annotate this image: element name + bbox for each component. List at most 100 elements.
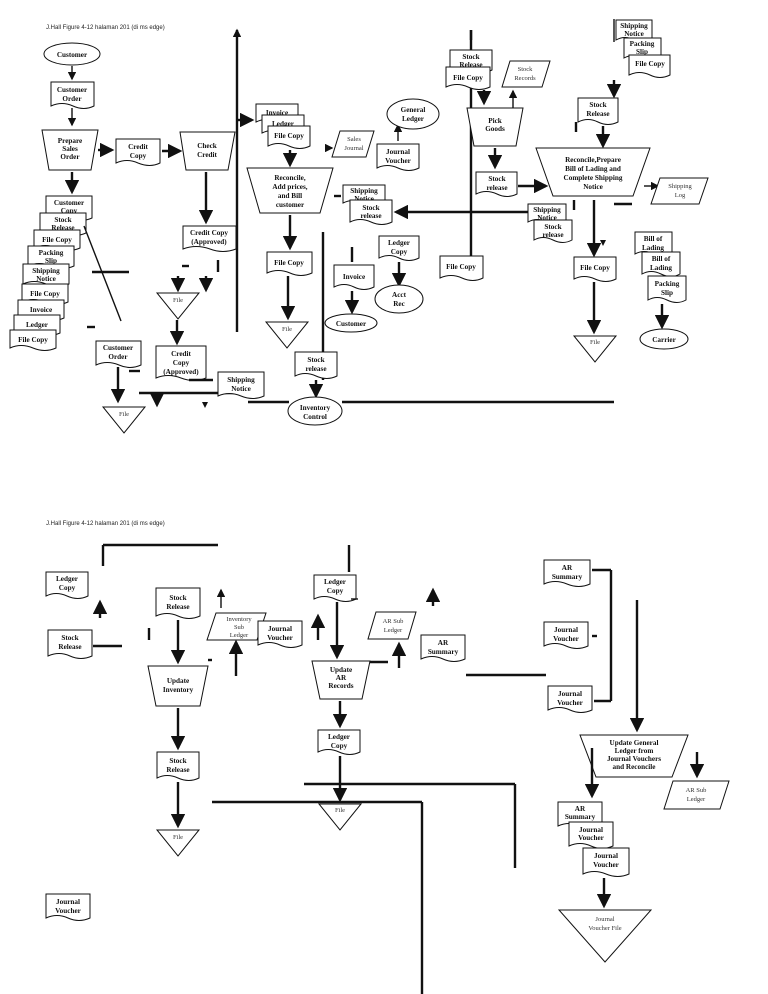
doc-line: Stock: [169, 594, 186, 602]
doc-line: Slip: [45, 257, 57, 265]
stock-release-doc-b3: Stock Release: [156, 751, 200, 781]
doc-line: Ledger: [324, 578, 347, 586]
proc-line: Complete Shipping: [564, 174, 623, 182]
journal-voucher-doc-1: Journal Voucher: [376, 143, 420, 171]
file-label: File: [119, 411, 129, 418]
file-label: File: [335, 807, 345, 814]
doc-line: Copy: [130, 152, 147, 160]
oval-line: Ledger: [402, 115, 425, 123]
proc-line: Credit: [197, 151, 217, 159]
doc-line: AR: [438, 639, 449, 647]
file-storage-1: File: [155, 292, 201, 320]
doc-line: Journal: [56, 898, 80, 906]
doc-line: Stock: [362, 204, 379, 212]
proc-line: AR: [336, 674, 347, 682]
ledger-copy-doc-mid: Ledger Copy: [378, 235, 420, 261]
credit-copy-doc: Credit Copy: [115, 138, 161, 166]
ledger-line: Ledger: [230, 632, 249, 639]
doc-line: Journal: [558, 690, 582, 698]
customer-terminal: Customer: [43, 42, 101, 66]
reconcile-bill-process: Reconcile, Add prices, and Bill customer: [246, 167, 334, 214]
file-storage-b1: File: [155, 829, 201, 857]
oval-line: Acct: [392, 291, 407, 299]
doc-line: Packing: [39, 249, 64, 257]
oval-line: Carrier: [652, 336, 676, 344]
doc-line: Notice: [537, 214, 557, 222]
credit-copy-approved-doc: Credit Copy (Approved): [182, 225, 237, 252]
file-copy-doc-ship: File Copy: [573, 256, 617, 282]
ledger-line: Inventory: [226, 616, 252, 623]
doc-line: Shipping: [533, 206, 561, 214]
doc-line: File Copy: [30, 290, 60, 298]
doc-line: Release: [586, 110, 609, 118]
ledger-line: Ledger: [687, 796, 706, 803]
doc-line: Ledger: [56, 575, 79, 583]
doc-line: Release: [166, 603, 189, 611]
proc-line: Journal Vouchers: [607, 755, 661, 763]
stock-release-doc-b2: Stock Release: [155, 587, 201, 619]
doc-line: Order: [108, 353, 128, 361]
doc-line: Summary: [565, 813, 596, 821]
file-copy-doc-wh2: File Copy: [439, 255, 484, 281]
gl-document-stack: AR Summary Journal Voucher Journal Vouch…: [557, 801, 630, 877]
doc-line: AR: [575, 805, 586, 813]
doc-line: Voucher: [593, 861, 619, 869]
doc-line: Journal: [268, 625, 292, 633]
doc-line: Stock: [544, 223, 561, 231]
ledger-line: Stock: [518, 66, 534, 73]
ledger-line: AR Sub: [686, 787, 707, 794]
shipping-notice-stack: Shipping Notice Packing Slip File Copy: [615, 19, 671, 78]
proc-line: Update: [330, 666, 352, 674]
doc-line: AR: [562, 564, 573, 572]
doc-line: File Copy: [446, 263, 476, 271]
proc-line: Add prices,: [272, 183, 307, 191]
proc-line: Prepare: [58, 137, 82, 145]
customer-order-doc-2: Customer Order: [95, 340, 142, 368]
reconcile-shipping-process: Reconcile,Prepare Bill of Lading and Com…: [535, 147, 651, 197]
doc-line: Shipping: [350, 187, 378, 195]
doc-line: Slip: [636, 48, 648, 56]
file-label: File: [590, 339, 600, 346]
doc-line: Copy: [173, 359, 190, 367]
proc-line: Order: [60, 153, 80, 161]
proc-line: Pick: [488, 117, 502, 125]
proc-line: Check: [197, 142, 217, 150]
bill-of-lading-stack: Bill of Lading Bill of Lading Packing Sl…: [634, 231, 687, 303]
doc-line: Journal: [594, 852, 618, 860]
doc-line: Stock: [307, 356, 324, 364]
doc-line: File Copy: [274, 132, 304, 140]
ar-sub-ledger-2: AR Sub Ledger: [663, 780, 730, 810]
carrier-terminal: Carrier: [639, 328, 689, 350]
proc-line: Update: [167, 677, 189, 685]
doc-line: Bill of: [644, 235, 663, 243]
doc-line: File Copy: [635, 60, 665, 68]
doc-line: Lading: [650, 264, 672, 272]
proc-line: Sales: [62, 145, 78, 153]
journal-voucher-doc-b2: Journal Voucher: [543, 621, 589, 649]
top-caption: J.Hall Figure 4-12 halaman 201 (di ms ed…: [46, 25, 165, 31]
proc-line: customer: [276, 201, 305, 209]
doc-line: Summary: [428, 648, 459, 656]
doc-line: Voucher: [557, 699, 583, 707]
customer-terminal-mid: Customer: [324, 313, 378, 333]
journal-voucher-file: Journal Voucher File: [557, 909, 653, 963]
doc-line: Notice: [624, 30, 644, 38]
left-document-stack: Customer Copy Stock Release File Copy Pa…: [9, 195, 93, 351]
doc-line: Bill of: [652, 255, 671, 263]
doc-line: Packing: [655, 280, 680, 288]
doc-line: Copy: [327, 587, 344, 595]
doc-line: Slip: [661, 289, 673, 297]
ledger-line: Sales: [347, 136, 361, 143]
doc-line: Release: [459, 61, 482, 69]
stock-release-doc-b1: Stock Release: [47, 629, 93, 659]
sales-journal-ledger: Sales Journal: [331, 130, 375, 158]
doc-line: Ledger: [26, 321, 49, 329]
doc-line: Copy: [59, 584, 76, 592]
shipping-log-ledger: Shipping Log: [650, 177, 709, 205]
ar-summary-doc-1: AR Summary: [420, 634, 466, 662]
doc-line: Journal: [579, 826, 603, 834]
credit-copy-approved-doc-2: Credit Copy (Approved): [155, 345, 207, 381]
doc-line: Order: [62, 95, 82, 103]
proc-line: Records: [328, 682, 353, 690]
doc-line: Customer: [103, 344, 134, 352]
